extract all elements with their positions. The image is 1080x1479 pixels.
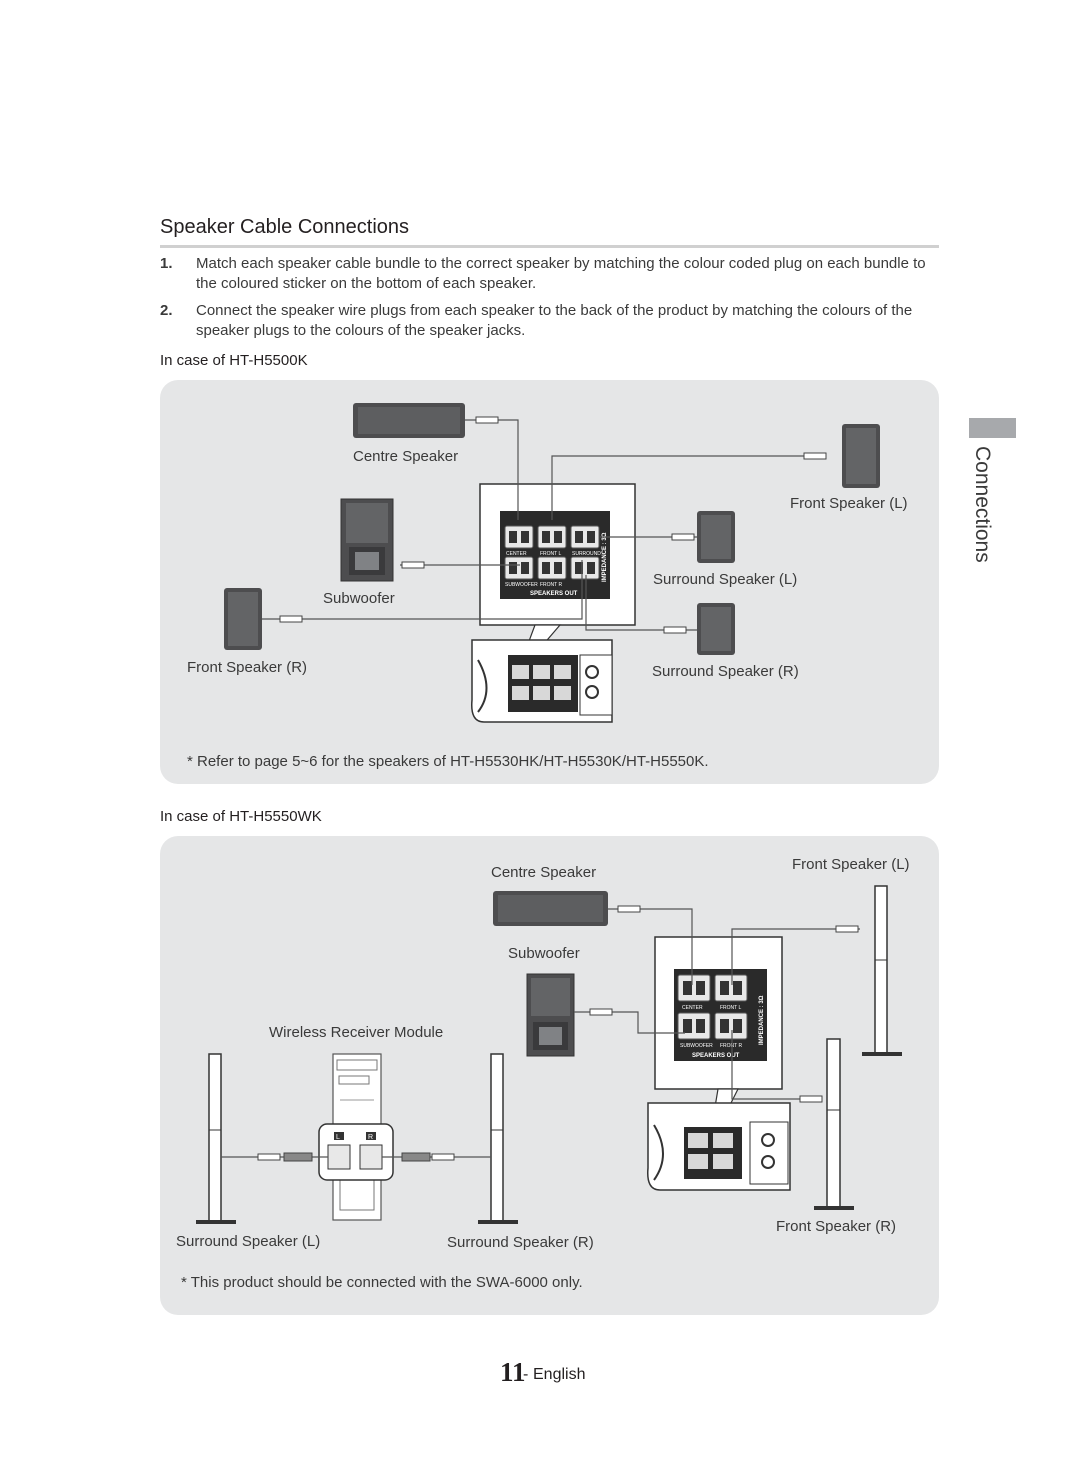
front-speaker-l-icon xyxy=(874,885,888,1055)
jack-label: IMPEDANCE : 3Ω xyxy=(602,532,608,582)
page-number: 11 xyxy=(500,1357,526,1387)
centre-speaker-label: Centre Speaker xyxy=(353,448,459,465)
jack-label: SURROUND xyxy=(572,551,601,557)
heading-rule xyxy=(160,245,939,248)
case-1-diagram: CENTER FRONT L SURROUND SUBWOOFER FRONT … xyxy=(224,403,880,723)
step-text: Connect the speaker wire plugs from each… xyxy=(196,302,913,339)
step-number: 2. xyxy=(160,302,173,319)
channel-l-label: L xyxy=(336,1134,340,1141)
wireless-receiver-module-icon: L R xyxy=(318,1053,394,1221)
front-speaker-r-label: Front Speaker (R) xyxy=(187,659,308,676)
surround-speaker-r-icon xyxy=(490,1053,504,1223)
page-language: English xyxy=(533,1366,586,1383)
jack-label: FRONT R xyxy=(720,1043,743,1049)
centre-speaker-label: Centre Speaker xyxy=(491,864,597,881)
channel-r-label: R xyxy=(368,1134,373,1141)
wireless-receiver-module-label: Wireless Receiver Module xyxy=(269,1024,444,1041)
section-tab-marker xyxy=(969,418,1016,438)
subwoofer-label: Subwoofer xyxy=(508,945,580,962)
jack-label: SUBWOOFER xyxy=(680,1043,713,1049)
surround-speaker-l-label: Surround Speaker (L) xyxy=(176,1233,321,1250)
case-1-title: In case of HT-H5500K xyxy=(160,352,308,369)
front-speaker-l-label: Front Speaker (L) xyxy=(790,495,908,512)
jack-label: FRONT R xyxy=(540,582,563,588)
step-text: Match each speaker cable bundle to the c… xyxy=(196,255,926,292)
case-1-note: * Refer to page 5~6 for the speakers of … xyxy=(187,753,709,770)
jack-label: IMPEDANCE : 3Ω xyxy=(759,995,765,1045)
case-2-note: * This product should be connected with … xyxy=(181,1274,583,1291)
step-1: 1. Match each speaker cable bundle to th… xyxy=(160,254,940,294)
jack-label: SPEAKERS OUT xyxy=(692,1053,740,1059)
jack-label: SPEAKERS OUT xyxy=(530,591,578,597)
step-number: 1. xyxy=(160,255,173,272)
front-speaker-r-icon xyxy=(826,1038,841,1208)
surround-speaker-r-label: Surround Speaker (R) xyxy=(652,663,799,680)
section-tab-label: Connections xyxy=(971,446,994,563)
case-2-diagram: L R CENTER FRONT L SUBWOOFER FRONT R SPE… xyxy=(196,885,902,1224)
subwoofer-label: Subwoofer xyxy=(323,590,395,607)
page-separator: - xyxy=(523,1366,529,1383)
section-heading: Speaker Cable Connections xyxy=(160,216,410,238)
jack-label: SUBWOOFER xyxy=(505,582,538,588)
jack-label: CENTER xyxy=(682,1005,703,1011)
jack-label: CENTER xyxy=(506,551,527,557)
front-speaker-r-label: Front Speaker (R) xyxy=(776,1218,897,1235)
surround-speaker-r-label: Surround Speaker (R) xyxy=(447,1234,594,1251)
front-speaker-l-label: Front Speaker (L) xyxy=(792,856,910,873)
step-2: 2. Connect the speaker wire plugs from e… xyxy=(160,301,940,341)
case-2-title: In case of HT-H5550WK xyxy=(160,808,322,825)
surround-speaker-l-icon xyxy=(208,1053,222,1223)
jack-label: FRONT L xyxy=(720,1005,742,1011)
surround-speaker-l-label: Surround Speaker (L) xyxy=(653,571,798,588)
jack-label: FRONT L xyxy=(540,551,562,557)
